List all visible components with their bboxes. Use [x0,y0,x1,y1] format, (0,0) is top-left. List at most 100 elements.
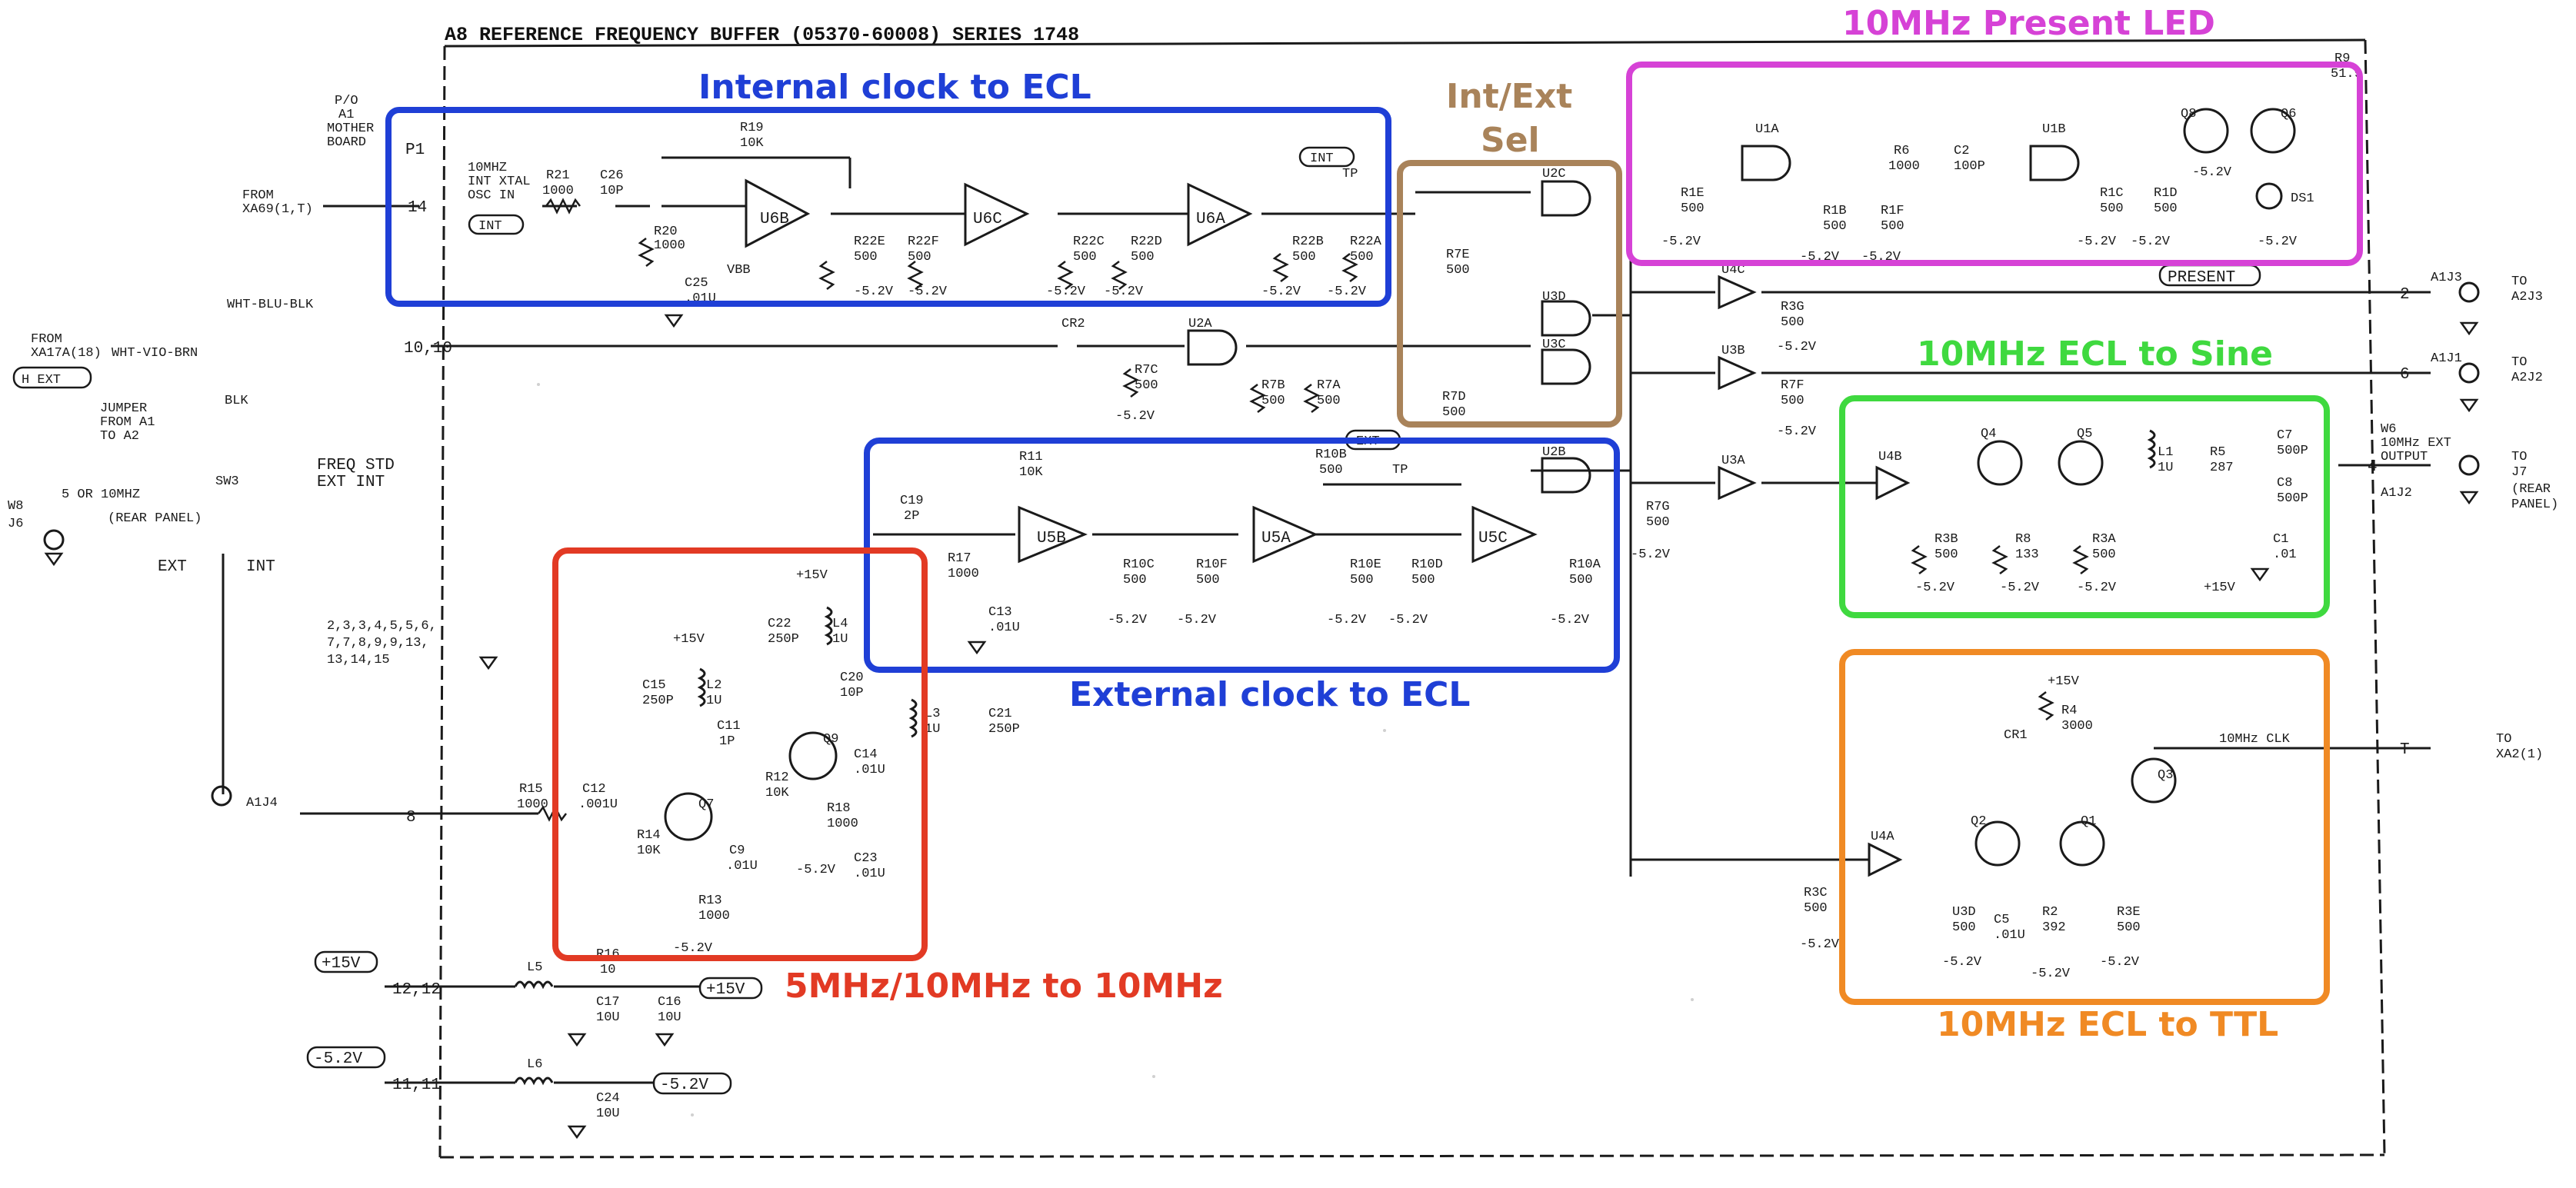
r7f-name: R7F [1781,378,1805,393]
label-ecl-to-sine: 10MHz ECL to Sine [1917,334,2273,374]
h-ext-tag: H EXT [22,373,61,388]
w6-2: 10MHz EXT [2381,436,2451,451]
osc-p15-a: +15V [796,568,828,583]
u3d-r-name: U3D [1952,905,1976,920]
label-external-clock: External clock to ECL [1069,675,1470,714]
r3e-value: 500 [2117,920,2141,935]
int-osc-tag: INT [478,219,502,234]
pin-t-out: T [2400,741,2410,759]
r13-v: -5.2V [673,941,713,956]
to-j7-3: (REAR [2511,482,2551,497]
osc-3: OSC IN [468,188,515,203]
r22e-value: 500 [854,250,878,265]
p1-label: P1 [405,141,425,159]
r7g-v: -5.2V [1631,547,1671,562]
r22d-v: -5.2V [1104,285,1144,299]
freq-std-2: EXT INT [317,474,385,491]
r1d-value: 500 [2154,201,2178,216]
r20-name: R20 [654,225,678,239]
r22a-v: -5.2V [1327,285,1367,299]
r7c-name: R7C [1135,363,1158,378]
l4-name: L4 [832,617,848,631]
ext-switch-label: EXT [158,558,187,576]
c19-value: 2P [904,509,919,524]
int-tp-tag: INT [1310,151,1334,166]
r1b-value: 500 [1823,219,1847,234]
r1e-value: 500 [1681,201,1705,216]
c15-name: C15 [642,678,666,693]
u3c-label: U3C [1542,338,1566,352]
r6-value: 1000 [1888,159,1920,174]
q9-label: Q9 [823,732,838,747]
pin-11-11: 11,11 [392,1077,441,1094]
r6-name: R6 [1894,144,1909,158]
c23-value: .01U [854,867,885,881]
label-ecl-to-ttl: 10MHz ECL to TTL [1937,1005,2278,1044]
ext-section-labels: C19 2P R11 10K R17 1000 C13 .01U U5B U5A… [900,450,1601,635]
r19-value: 10K [740,136,764,151]
r22f-value: 500 [908,250,931,265]
r4-value: 3000 [2061,719,2093,734]
r10d-value: 500 [1411,573,1435,587]
int-tp-label: TP [1342,167,1358,181]
c5-name: C5 [1994,913,2009,927]
mid-labels: CR2 U2A R7C 500 R7B 500 R7A 500 -5.2V R7… [1061,167,1671,562]
jumper-2: FROM A1 [100,415,155,430]
q7-label: Q7 [698,797,714,812]
r11-name: R11 [1019,450,1043,464]
l3-name: L3 [925,707,940,721]
r7e-name: R7E [1446,248,1470,262]
c22-value: 250P [768,632,799,647]
c1-value: .01 [2273,547,2297,562]
label-int-ext-2: Sel [1481,121,1540,160]
r1e-name: R1E [1681,186,1705,201]
int-section-labels: 10MHZ INT XTAL OSC IN INT R21 1000 C26 1… [468,121,1382,306]
u3d-label: U3D [1542,290,1566,304]
rear-panel: (REAR PANEL) [108,511,202,526]
r10f-value: 500 [1196,573,1220,587]
c22-name: C22 [768,617,791,631]
l1-name: L1 [2158,445,2173,460]
c12-name: C12 [582,782,606,797]
r19-name: R19 [740,121,764,135]
r3g-name: R3G [1781,300,1805,314]
c21-value: 250P [988,722,1020,737]
r22b-name: R22B [1292,235,1324,249]
r3b-name: R3B [1934,532,1958,547]
u3d-r-value: 500 [1952,920,1976,935]
box-present-led [1626,62,2363,266]
sine-section-labels: U4B Q4 Q5 L1 1U R5 287 C7 500P C8 500P R… [1878,427,2308,595]
c7-value: 500P [2277,444,2308,458]
r1e-v: -5.2V [1661,235,1701,249]
c9-value: .01U [726,859,758,874]
r3c-value: 500 [1804,901,1828,916]
to-a2j3-1: TO [2511,275,2527,289]
buffer-labels: U4C U3B U3A R3G 500 -5.2V R7F 500 -5.2V [1721,263,1817,468]
to-j7-4: PANEL) [2511,497,2558,512]
gnd-pins-1: 2,3,3,4,5,5,6, [327,619,437,634]
to-xa2-1: TO [2496,732,2511,747]
r22f-name: R22F [908,235,939,249]
box-ecl-to-sine [1839,395,2330,618]
r12-value: 10K [765,786,789,800]
c2-value: 100P [1954,159,1985,174]
r1d-name: R1D [2154,186,2178,201]
c12-value: .001U [578,797,618,812]
r3a-name: R3A [2092,532,2116,547]
po-a1-4: BOARD [327,135,366,150]
c15-value: 250P [642,694,674,708]
r1d-v: -5.2V [2131,235,2171,249]
wht-vio-brn: WHT-VIO-BRN [112,346,198,361]
l5-label: L5 [527,960,542,975]
r2-v: -5.2V [2031,967,2071,981]
r22b-value: 500 [1292,250,1316,265]
r3b-v: -5.2V [1915,581,1955,595]
r10c-value: 500 [1123,573,1147,587]
pin-2-out: 2 [2400,286,2410,304]
r5-value: 287 [2210,461,2234,475]
r7c-v: -5.2V [1115,409,1155,424]
r3c-v: -5.2V [1800,937,1840,952]
r10a-value: 500 [1569,573,1593,587]
u4b-label: U4B [1878,450,1902,464]
a1j3-label: A1J3 [2431,271,2462,285]
